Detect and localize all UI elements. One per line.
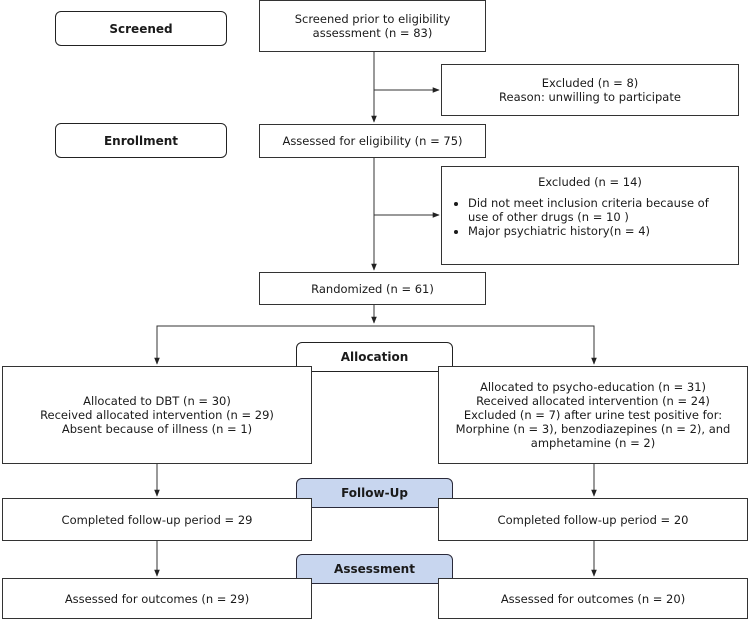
dbt-allocation-box: Allocated to DBT (n = 30) Received alloc…: [2, 366, 312, 464]
stage-enrollment-label: Enrollment: [103, 133, 179, 148]
dbt-followup-box: Completed follow-up period = 29: [2, 498, 312, 541]
psy-followup-box: Completed follow-up period = 20: [438, 498, 748, 541]
excluded1-line-1: Excluded (n = 8): [541, 76, 639, 90]
psy-alloc-line: amphetamine (n = 2): [530, 436, 656, 450]
dbt-outcome-text: Assessed for outcomes (n = 29): [64, 591, 250, 606]
excluded-unwilling-box: Excluded (n = 8) Reason: unwilling to pa…: [441, 64, 739, 116]
dbt-alloc-line: Received allocated intervention (n = 29): [40, 408, 274, 422]
excluded2-item: Major psychiatric history(n = 4): [468, 224, 728, 238]
psy-outcome-box: Assessed for outcomes (n = 20): [438, 578, 748, 619]
stage-enrollment: Enrollment: [55, 123, 227, 158]
psy-alloc-line: Morphine (n = 3), benzodiazepines (n = 2…: [455, 422, 731, 436]
screened-box: Screened prior to eligibility assessment…: [259, 0, 486, 52]
dbt-outcome-box: Assessed for outcomes (n = 29): [2, 578, 312, 619]
stage-screened: Screened: [55, 11, 227, 46]
psy-outcome-text: Assessed for outcomes (n = 20): [500, 591, 686, 606]
randomized-box: Randomized (n = 61): [259, 272, 486, 305]
psy-alloc-line: Received allocated intervention (n = 24): [476, 394, 710, 408]
excluded2-item: Did not meet inclusion criteria because …: [468, 196, 728, 224]
stage-allocation-label: Allocation: [340, 350, 409, 364]
psy-followup-text: Completed follow-up period = 20: [497, 512, 689, 527]
excluded2-title: Excluded (n = 14): [538, 175, 642, 189]
stage-allocation: Allocation: [296, 342, 453, 372]
excluded2-list: Did not meet inclusion criteria because …: [452, 196, 728, 238]
screened-line-1: Screened prior to eligibility: [294, 12, 451, 26]
psychoeducation-allocation-box: Allocated to psycho-education (n = 31) R…: [438, 366, 748, 464]
stage-followup: Follow-Up: [296, 478, 453, 508]
assessed-eligibility-text: Assessed for eligibility (n = 75): [282, 134, 463, 148]
psy-alloc-line: Allocated to psycho-education (n = 31): [479, 380, 707, 394]
dbt-followup-text: Completed follow-up period = 29: [61, 512, 253, 527]
psy-alloc-line: Excluded (n = 7) after urine test positi…: [463, 408, 723, 422]
excluded-criteria-box: Excluded (n = 14) Did not meet inclusion…: [441, 166, 739, 265]
stage-assessment: Assessment: [296, 554, 453, 584]
stage-followup-label: Follow-Up: [341, 486, 408, 500]
dbt-alloc-line: Allocated to DBT (n = 30): [83, 394, 231, 408]
excluded1-line-2: Reason: unwilling to participate: [499, 90, 681, 104]
dbt-alloc-line: Absent because of illness (n = 1): [61, 422, 253, 436]
stage-assessment-label: Assessment: [334, 562, 415, 576]
assessed-eligibility-box: Assessed for eligibility (n = 75): [259, 124, 486, 158]
screened-line-2: assessment (n = 83): [312, 26, 433, 40]
stage-screened-label: Screened: [109, 21, 173, 36]
randomized-text: Randomized (n = 61): [311, 281, 434, 296]
